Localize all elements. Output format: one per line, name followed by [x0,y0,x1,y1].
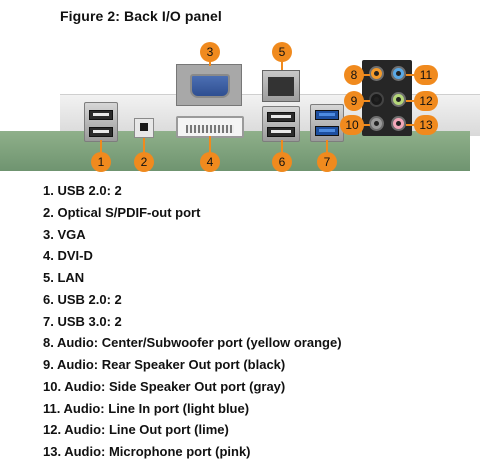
vga-port [190,74,230,98]
leader-line [209,136,211,156]
callout-8: 8 [344,65,364,85]
callout-1: 1 [91,152,111,172]
line-in-jack [391,66,406,81]
legend-item: 5. LAN [43,270,85,285]
legend-item: 4. DVI-D [43,248,93,264]
leader-line [100,140,102,156]
callout-3: 3 [200,42,220,62]
legend-item: 11. Audio: Line In port (light blue) [43,400,250,416]
legend-item: 3. VGA [43,226,86,242]
legend-item: 1. USB 2.0: 2 [43,183,122,198]
usb2-slot [89,127,113,137]
usb3-port-stack [310,104,344,142]
usb2-slot [267,112,295,122]
legend-item: 8. Audio: Center/Subwoofer port (yellow … [43,335,342,351]
line-out-jack [391,92,406,107]
port-legend-list: 1. USB 2.0: 2 2. Optical S/PDIF-out port… [43,180,342,463]
usb2-port-stack-right [262,106,300,142]
io-panel-illustration: 1 2 3 4 5 6 7 8 9 10 11 12 13 [0,36,488,176]
callout-5: 5 [272,42,292,62]
leader-line [281,140,283,156]
legend-item: 6. USB 2.0: 2 [43,291,122,307]
usb3-slot [315,110,339,120]
leader-line [143,138,145,156]
leader-line [406,100,416,102]
side-speaker-jack [369,116,384,131]
legend-item: 13. Audio: Microphone port (pink) [43,444,251,459]
callout-10: 10 [340,115,364,135]
usb2-port-stack-left [84,102,118,142]
legend-item: 2. Optical S/PDIF-out port [43,204,201,220]
leader-line [362,124,370,126]
microphone-jack [391,116,406,131]
spdif-optical-port [134,118,154,138]
usb2-slot [267,127,295,137]
callout-2: 2 [134,152,154,172]
leader-line [362,100,370,102]
callout-7: 7 [317,152,337,172]
callout-9: 9 [344,91,364,111]
callout-4: 4 [200,152,220,172]
figure-title: Figure 2: Back I/O panel [60,8,222,24]
lan-port [262,70,300,102]
callout-12: 12 [414,91,438,111]
leader-line [326,140,328,156]
legend-item: 12. Audio: Line Out port (lime) [43,422,229,438]
leader-line [406,74,416,76]
leader-line [362,74,370,76]
usb2-slot [89,110,113,120]
callout-6: 6 [272,152,292,172]
dvi-d-port [176,116,244,138]
usb3-slot [315,126,339,136]
legend-item: 9. Audio: Rear Speaker Out port (black) [43,357,286,372]
callout-13: 13 [414,115,438,135]
rear-speaker-jack [369,92,384,107]
callout-11: 11 [414,65,438,85]
center-subwoofer-jack [369,66,384,81]
legend-item: 7. USB 3.0: 2 [43,313,122,329]
legend-item: 10. Audio: Side Speaker Out port (gray) [43,378,286,394]
leader-line [406,124,416,126]
